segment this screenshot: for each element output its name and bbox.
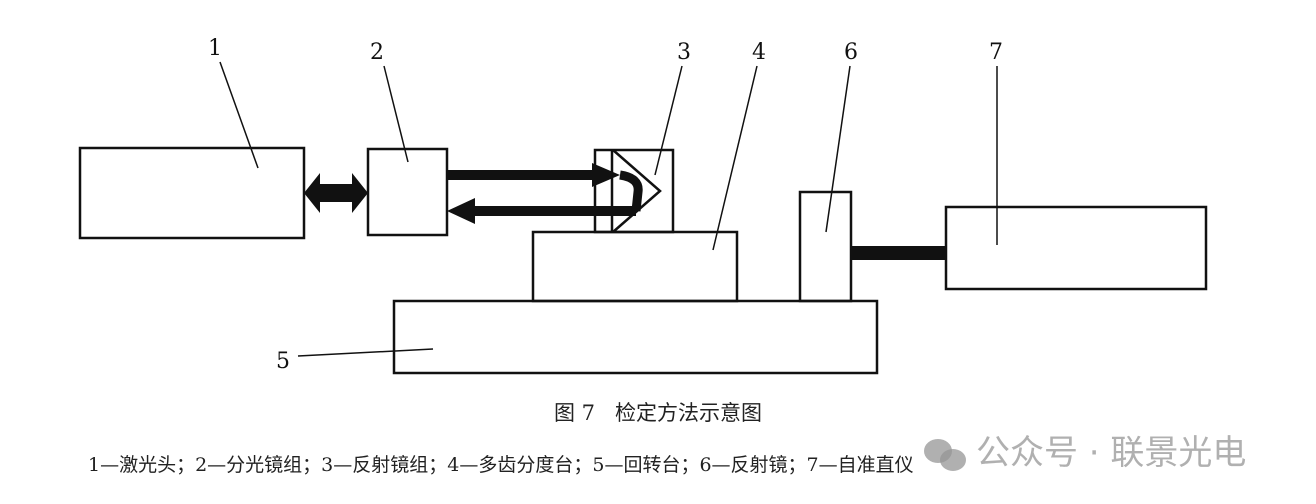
- indexing-table-box: [531, 230, 739, 303]
- beam-splitter-box: [366, 147, 449, 237]
- laser-head-box: [78, 146, 306, 240]
- figure-caption: 图 7 检定方法示意图: [553, 401, 763, 425]
- label-2: 2: [370, 40, 384, 65]
- figure-legend: 1—激光头；2—分光镜组；3—反射镜组；4—多齿分度台；5—回转台；6—反射镜；…: [88, 454, 914, 476]
- label-5: 5: [276, 349, 290, 374]
- rotary-table-box: [392, 299, 879, 375]
- return-beam-arrow: [447, 198, 636, 224]
- watermark: 公众号 · 联景光电: [924, 425, 1246, 474]
- mirror-connector: [851, 246, 946, 260]
- mirror-box: [798, 190, 853, 303]
- watermark-text: 公众号 · 联景光电: [976, 433, 1247, 473]
- double-arrow: [304, 173, 368, 213]
- label-7: 7: [989, 40, 1003, 65]
- reflected-beam: [619, 170, 643, 212]
- prism-triangle: [612, 149, 662, 233]
- label-4: 4: [752, 40, 766, 65]
- autocollimator-box: [944, 205, 1208, 291]
- label-3: 3: [677, 40, 691, 65]
- label-1: 1: [208, 36, 222, 61]
- label-6: 6: [844, 40, 858, 65]
- outgoing-beam-arrow: [447, 163, 620, 187]
- wechat-icon: [924, 437, 968, 473]
